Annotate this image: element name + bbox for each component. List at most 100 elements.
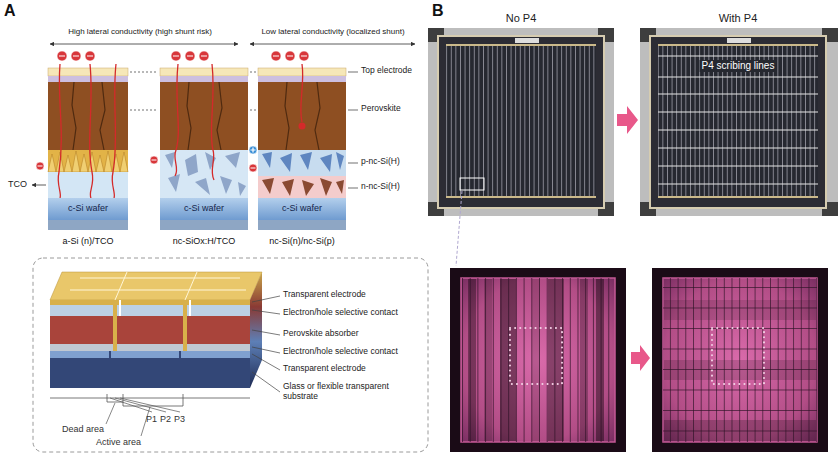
stack-a-si xyxy=(38,56,94,166)
header-arrows xyxy=(50,44,238,45)
module-cross-section xyxy=(113,300,117,351)
photo-no-p4 xyxy=(446,44,596,46)
wafer-band: c-Si wafer xyxy=(48,198,128,220)
stack-nc-siox xyxy=(160,150,248,198)
el-image-no-p4 xyxy=(510,328,562,384)
module-cross-section xyxy=(50,351,250,358)
photo-with-p4 xyxy=(650,36,826,208)
module-cross-section xyxy=(50,344,250,351)
el-image-with-p4 xyxy=(652,268,828,452)
el-image-with-p4 xyxy=(712,328,764,384)
el-image-with-p4 xyxy=(663,278,817,442)
layer-label: Transparent electrode xyxy=(283,364,366,374)
photo-with-p4 xyxy=(658,196,818,198)
photo-no-p4 xyxy=(446,46,596,196)
module-cross-section xyxy=(119,300,121,316)
stack-nc-si xyxy=(262,152,344,172)
stack-a-si xyxy=(32,185,46,186)
module-cross-section xyxy=(252,296,280,392)
module-cross-section xyxy=(179,351,181,358)
layer-label: p-nc-Si(H) xyxy=(361,157,400,167)
leader-lines xyxy=(348,72,358,188)
inset-frame xyxy=(33,258,428,452)
dimension-label: Active area xyxy=(96,437,141,447)
stack-nc-si xyxy=(258,220,346,230)
scribe-label: P3 xyxy=(174,414,185,424)
stack-a-si xyxy=(72,82,105,150)
panel-label: B xyxy=(432,2,444,20)
stack-nc-siox xyxy=(160,76,248,82)
photo-no-p4 xyxy=(428,28,614,266)
wafer-band: c-Si wafer xyxy=(258,198,346,220)
leader-lines xyxy=(130,72,358,188)
photo-with-p4 xyxy=(640,28,838,216)
module-cross-section xyxy=(50,272,262,300)
layer-label: Electron/hole selective contact xyxy=(283,308,398,318)
layer-label: Top electrode xyxy=(361,66,412,76)
stack-a-si xyxy=(32,51,128,230)
layer-label: n-nc-Si(H) xyxy=(361,182,400,192)
photo-title: With P4 xyxy=(719,12,758,25)
module-cross-section xyxy=(50,358,250,388)
axis-caption: High lateral conductivity (high shunt ri… xyxy=(68,27,212,36)
photo-no-p4 xyxy=(515,38,539,43)
module-cross-section xyxy=(183,300,187,351)
pink-arrows xyxy=(617,106,638,134)
stack-nc-siox xyxy=(160,220,248,230)
stack-nc-siox xyxy=(150,51,248,230)
wafer-label: c-Si wafer xyxy=(282,204,322,214)
module-cross-section xyxy=(50,394,250,406)
stack-nc-si xyxy=(262,178,344,196)
wafer-band: c-Si wafer xyxy=(160,198,248,220)
stack-nc-siox xyxy=(175,64,214,180)
panel-label: A xyxy=(4,2,16,20)
el-image-no-p4 xyxy=(461,278,615,442)
stack-nc-si xyxy=(299,123,306,130)
layer-label: TCO xyxy=(8,179,27,189)
stack-a-si xyxy=(48,220,128,230)
leader-lines xyxy=(130,72,256,110)
stack-caption: nc-SiOx:H/TCO xyxy=(173,236,236,246)
stack-caption: a-Si (n)/TCO xyxy=(62,236,113,246)
inset-frame xyxy=(33,258,428,452)
photo-no-p4 xyxy=(456,191,462,266)
stack-nc-si xyxy=(258,150,346,176)
el-image-with-p4 xyxy=(652,268,828,452)
module-cross-section xyxy=(70,272,246,300)
module-cross-section xyxy=(189,300,191,316)
photo-no-p4 xyxy=(428,28,614,216)
stack-nc-siox xyxy=(165,152,246,196)
stack-nc-siox xyxy=(160,68,248,76)
module-cross-section xyxy=(50,316,250,344)
el-image-no-p4 xyxy=(450,268,626,452)
pink-arrows xyxy=(631,345,650,371)
stack-nc-si xyxy=(301,64,303,122)
wafer-label: c-Si wafer xyxy=(184,204,224,214)
photo-with-p4 xyxy=(658,56,818,184)
dimension-label: Dead area xyxy=(62,424,104,434)
layer-label: Perovskite absorber xyxy=(283,329,359,339)
module-cross-section xyxy=(109,351,111,358)
header-arrows xyxy=(250,44,415,45)
photo-with-p4 xyxy=(658,46,818,196)
photo-title: No P4 xyxy=(506,12,537,25)
stack-nc-siox xyxy=(160,82,248,150)
stack-nc-si xyxy=(258,176,346,198)
el-image-no-p4 xyxy=(461,278,615,442)
photo-no-p4 xyxy=(446,46,596,196)
module-cross-section xyxy=(106,398,180,436)
module-cross-section xyxy=(50,272,280,436)
stack-nc-si xyxy=(251,56,308,168)
stack-nc-si xyxy=(285,82,320,150)
module-cross-section xyxy=(50,305,250,316)
layer-label: Electron/hole selective contact xyxy=(283,347,398,357)
el-image-no-p4 xyxy=(450,268,626,452)
axis-caption: Low lateral conductivity (localized shun… xyxy=(261,27,404,36)
photo-annotation: P4 scribing lines xyxy=(700,60,777,72)
stack-a-si xyxy=(58,64,116,198)
stack-nc-siox xyxy=(152,56,208,160)
photo-with-p4 xyxy=(727,38,751,43)
photo-no-p4 xyxy=(438,36,604,208)
layer-label: Glass or flexible transparent substrate xyxy=(283,382,418,402)
